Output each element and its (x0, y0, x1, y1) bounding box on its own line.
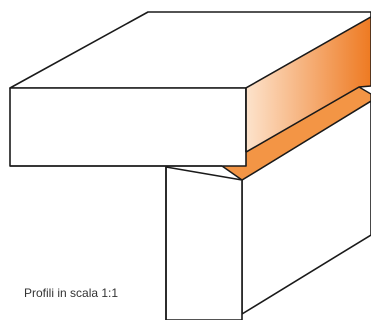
upper-board-front-face (9, 87, 247, 167)
lower-board-front-face (165, 166, 243, 320)
upper-board (9, 11, 371, 167)
scale-caption: Profili in scala 1:1 (24, 286, 119, 300)
